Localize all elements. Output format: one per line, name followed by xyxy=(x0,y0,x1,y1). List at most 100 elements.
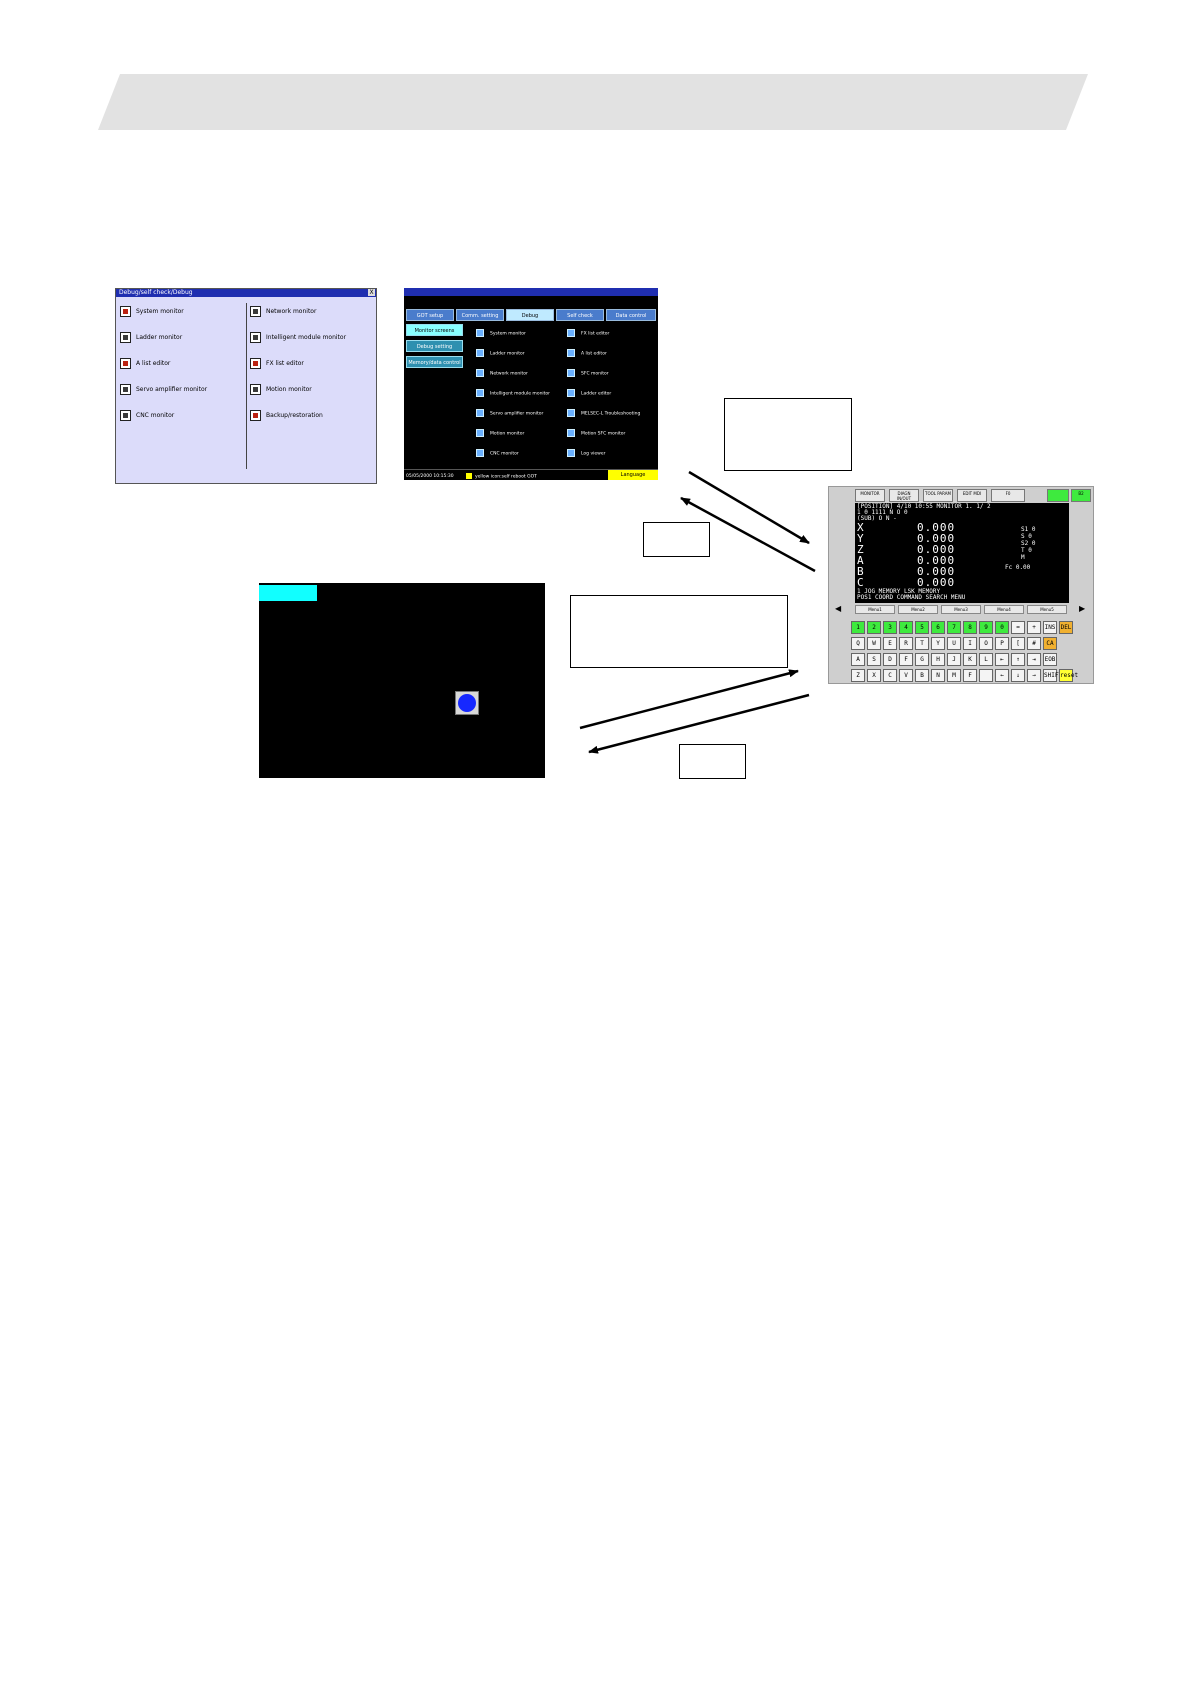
key-2-11[interactable]: ⇥ xyxy=(1027,653,1041,666)
menu-button-3[interactable]: Menu3 xyxy=(941,605,981,614)
utility-item[interactable]: Motion monitor xyxy=(476,429,524,439)
key-2-3[interactable]: F xyxy=(899,653,913,666)
key-1-9[interactable]: P xyxy=(995,637,1009,650)
debug-item[interactable]: Motion monitor xyxy=(250,384,312,396)
key-2-8[interactable]: L xyxy=(979,653,993,666)
blue-circle-icon[interactable] xyxy=(455,691,479,715)
key-0-0[interactable]: 1 xyxy=(851,621,865,634)
side-item-memory-control[interactable]: Memory/data control xyxy=(406,356,463,368)
menu-button-5[interactable]: Menu5 xyxy=(1027,605,1067,614)
utility-item[interactable]: Log viewer xyxy=(567,449,605,459)
utility-item[interactable]: A list editor xyxy=(567,349,607,359)
key-1-11[interactable]: # xyxy=(1027,637,1041,650)
tab-data-control[interactable]: Data control xyxy=(606,309,656,321)
key-3-9[interactable]: ← xyxy=(995,669,1009,682)
key-3-11[interactable]: → xyxy=(1027,669,1041,682)
key-2-4[interactable]: G xyxy=(915,653,929,666)
utility-item[interactable]: Motion SFC monitor xyxy=(567,429,625,439)
language-button[interactable]: Language xyxy=(608,470,658,480)
debug-item[interactable]: System monitor xyxy=(120,306,184,318)
key-2-2[interactable]: D xyxy=(883,653,897,666)
key-3-12[interactable]: SHIFT xyxy=(1043,669,1062,682)
key-2-5[interactable]: H xyxy=(931,653,945,666)
key-1-1[interactable]: W xyxy=(867,637,881,650)
key-3-1[interactable]: X xyxy=(867,669,881,682)
debug-item[interactable]: A list editor xyxy=(120,358,170,370)
key-3-3[interactable]: V xyxy=(899,669,913,682)
utility-item[interactable]: FX list editor xyxy=(567,329,609,339)
key-0-11[interactable]: + xyxy=(1027,621,1041,634)
cyan-touch-switch[interactable] xyxy=(259,585,317,601)
menu-right-arrow-icon[interactable]: ▶ xyxy=(1079,604,1086,613)
utility-item[interactable]: Intelligent module monitor xyxy=(476,389,550,399)
key-0-9[interactable]: 0 xyxy=(995,621,1009,634)
key-0-1[interactable]: 2 xyxy=(867,621,881,634)
func-key-edit[interactable]: EDIT MDI xyxy=(957,489,987,502)
menu-button-4[interactable]: Menu4 xyxy=(984,605,1024,614)
key-2-0[interactable]: A xyxy=(851,653,865,666)
func-key-green-2[interactable]: B2 xyxy=(1071,489,1091,502)
key-3-2[interactable]: C xyxy=(883,669,897,682)
key-0-2[interactable]: 3 xyxy=(883,621,897,634)
key-0-4[interactable]: 5 xyxy=(915,621,929,634)
key-3-0[interactable]: Z xyxy=(851,669,865,682)
menu-button-1[interactable]: Menu1 xyxy=(855,605,895,614)
key-0-12[interactable]: INS xyxy=(1043,621,1057,634)
key-0-13[interactable]: DEL xyxy=(1059,621,1073,634)
key-2-7[interactable]: K xyxy=(963,653,977,666)
key-3-7[interactable]: F xyxy=(963,669,977,682)
key-0-10[interactable]: = xyxy=(1011,621,1025,634)
func-key-monitor[interactable]: MONITOR xyxy=(855,489,885,502)
utility-item[interactable]: Servo amplifier monitor xyxy=(476,409,543,419)
key-1-7[interactable]: I xyxy=(963,637,977,650)
side-item-debug-setting[interactable]: Debug setting xyxy=(406,340,463,352)
debug-item[interactable]: Network monitor xyxy=(250,306,316,318)
tab-self-check[interactable]: Self check xyxy=(556,309,604,321)
key-2-9[interactable]: ⇤ xyxy=(995,653,1009,666)
utility-item[interactable]: Ladder monitor xyxy=(476,349,525,359)
key-3-10[interactable]: ↓ xyxy=(1011,669,1025,682)
debug-item[interactable]: Ladder monitor xyxy=(120,332,182,344)
utility-item[interactable]: CNC monitor xyxy=(476,449,519,459)
key-2-6[interactable]: J xyxy=(947,653,961,666)
tab-comm-setting[interactable]: Comm. setting xyxy=(456,309,504,321)
key-0-6[interactable]: 7 xyxy=(947,621,961,634)
key-0-5[interactable]: 6 xyxy=(931,621,945,634)
close-icon[interactable]: X xyxy=(368,289,375,296)
key-1-2[interactable]: E xyxy=(883,637,897,650)
debug-item[interactable]: Backup/restoration xyxy=(250,410,323,422)
utility-item[interactable]: SFC monitor xyxy=(567,369,609,379)
utility-item[interactable]: Ladder editor xyxy=(567,389,611,399)
menu-button-2[interactable]: Menu2 xyxy=(898,605,938,614)
func-key-tool[interactable]: TOOL PARAM xyxy=(923,489,953,502)
key-1-8[interactable]: O xyxy=(979,637,993,650)
key-0-7[interactable]: 8 xyxy=(963,621,977,634)
debug-item[interactable]: Servo amplifier monitor xyxy=(120,384,207,396)
key-2-10[interactable]: ↑ xyxy=(1011,653,1025,666)
key-2-12[interactable]: EOB xyxy=(1043,653,1057,666)
utility-item[interactable]: Network monitor xyxy=(476,369,528,379)
key-3-6[interactable]: M xyxy=(947,669,961,682)
debug-item[interactable]: FX list editor xyxy=(250,358,304,370)
key-0-8[interactable]: 9 xyxy=(979,621,993,634)
menu-left-arrow-icon[interactable]: ◀ xyxy=(835,604,842,613)
key-1-3[interactable]: R xyxy=(899,637,913,650)
key-3-13[interactable]: reset xyxy=(1059,669,1078,682)
debug-item[interactable]: Intelligent module monitor xyxy=(250,332,346,344)
key-1-6[interactable]: U xyxy=(947,637,961,650)
key-1-10[interactable]: [ xyxy=(1011,637,1025,650)
key-3-8[interactable] xyxy=(979,669,993,682)
key-0-3[interactable]: 4 xyxy=(899,621,913,634)
key-1-12[interactable]: CA xyxy=(1043,637,1057,650)
tab-got-setup[interactable]: GOT setup xyxy=(406,309,454,321)
utility-item[interactable]: System monitor xyxy=(476,329,526,339)
debug-item[interactable]: CNC monitor xyxy=(120,410,174,422)
key-3-5[interactable]: N xyxy=(931,669,945,682)
tab-debug[interactable]: Debug xyxy=(506,309,554,321)
key-2-1[interactable]: S xyxy=(867,653,881,666)
key-3-4[interactable]: B xyxy=(915,669,929,682)
func-key-f0[interactable]: F0 xyxy=(991,489,1025,502)
utility-item[interactable]: MELSEC-L Troubleshooting xyxy=(567,409,640,419)
key-1-0[interactable]: Q xyxy=(851,637,865,650)
func-key-diagn[interactable]: DIAGN IN/OUT xyxy=(889,489,919,502)
